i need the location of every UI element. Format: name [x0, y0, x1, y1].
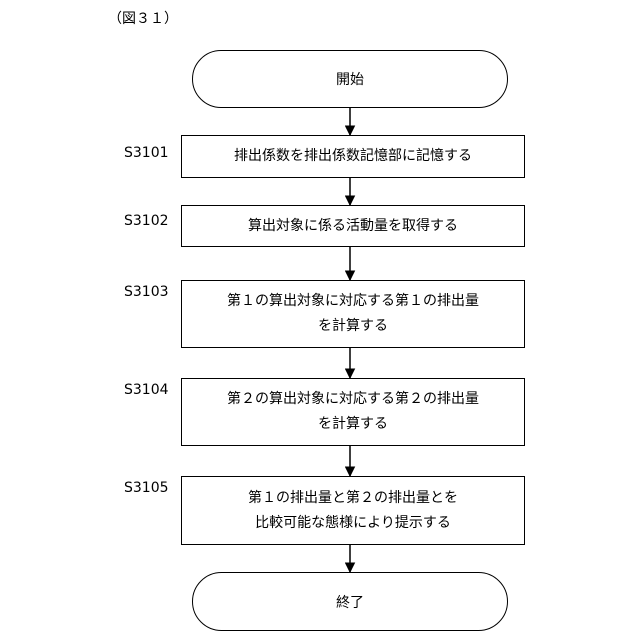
- step-box-s3101: 排出係数を排出係数記憶部に記憶する: [181, 135, 525, 178]
- step-box-s3104: 第２の算出対象に対応する第２の排出量 を計算する: [181, 378, 525, 446]
- step-text-line-1: 第２の算出対象に対応する第２の排出量: [227, 387, 479, 412]
- step-text: 算出対象に係る活動量を取得する: [248, 214, 458, 239]
- step-text-line-2: を計算する: [318, 412, 388, 437]
- step-id-s3101: S3101: [124, 145, 169, 161]
- step-text-line-1: 第１の排出量と第２の排出量とを: [248, 486, 458, 511]
- step-id-s3102: S3102: [124, 213, 169, 229]
- step-id-s3105: S3105: [124, 480, 169, 496]
- start-terminal: 開始: [192, 50, 508, 108]
- step-box-s3105: 第１の排出量と第２の排出量とを 比較可能な態様により提示する: [181, 476, 525, 545]
- end-terminal: 終了: [192, 572, 508, 631]
- step-id-s3103: S3103: [124, 284, 169, 300]
- step-text-line-2: を計算する: [318, 314, 388, 339]
- step-id-s3104: S3104: [124, 382, 169, 398]
- step-text: 排出係数を排出係数記憶部に記憶する: [234, 144, 472, 169]
- end-label: 終了: [336, 592, 364, 612]
- step-box-s3103: 第１の算出対象に対応する第１の排出量 を計算する: [181, 280, 525, 348]
- step-text-line-2: 比較可能な態様により提示する: [255, 511, 451, 536]
- step-text-line-1: 第１の算出対象に対応する第１の排出量: [227, 289, 479, 314]
- step-box-s3102: 算出対象に係る活動量を取得する: [181, 205, 525, 247]
- start-label: 開始: [336, 69, 364, 89]
